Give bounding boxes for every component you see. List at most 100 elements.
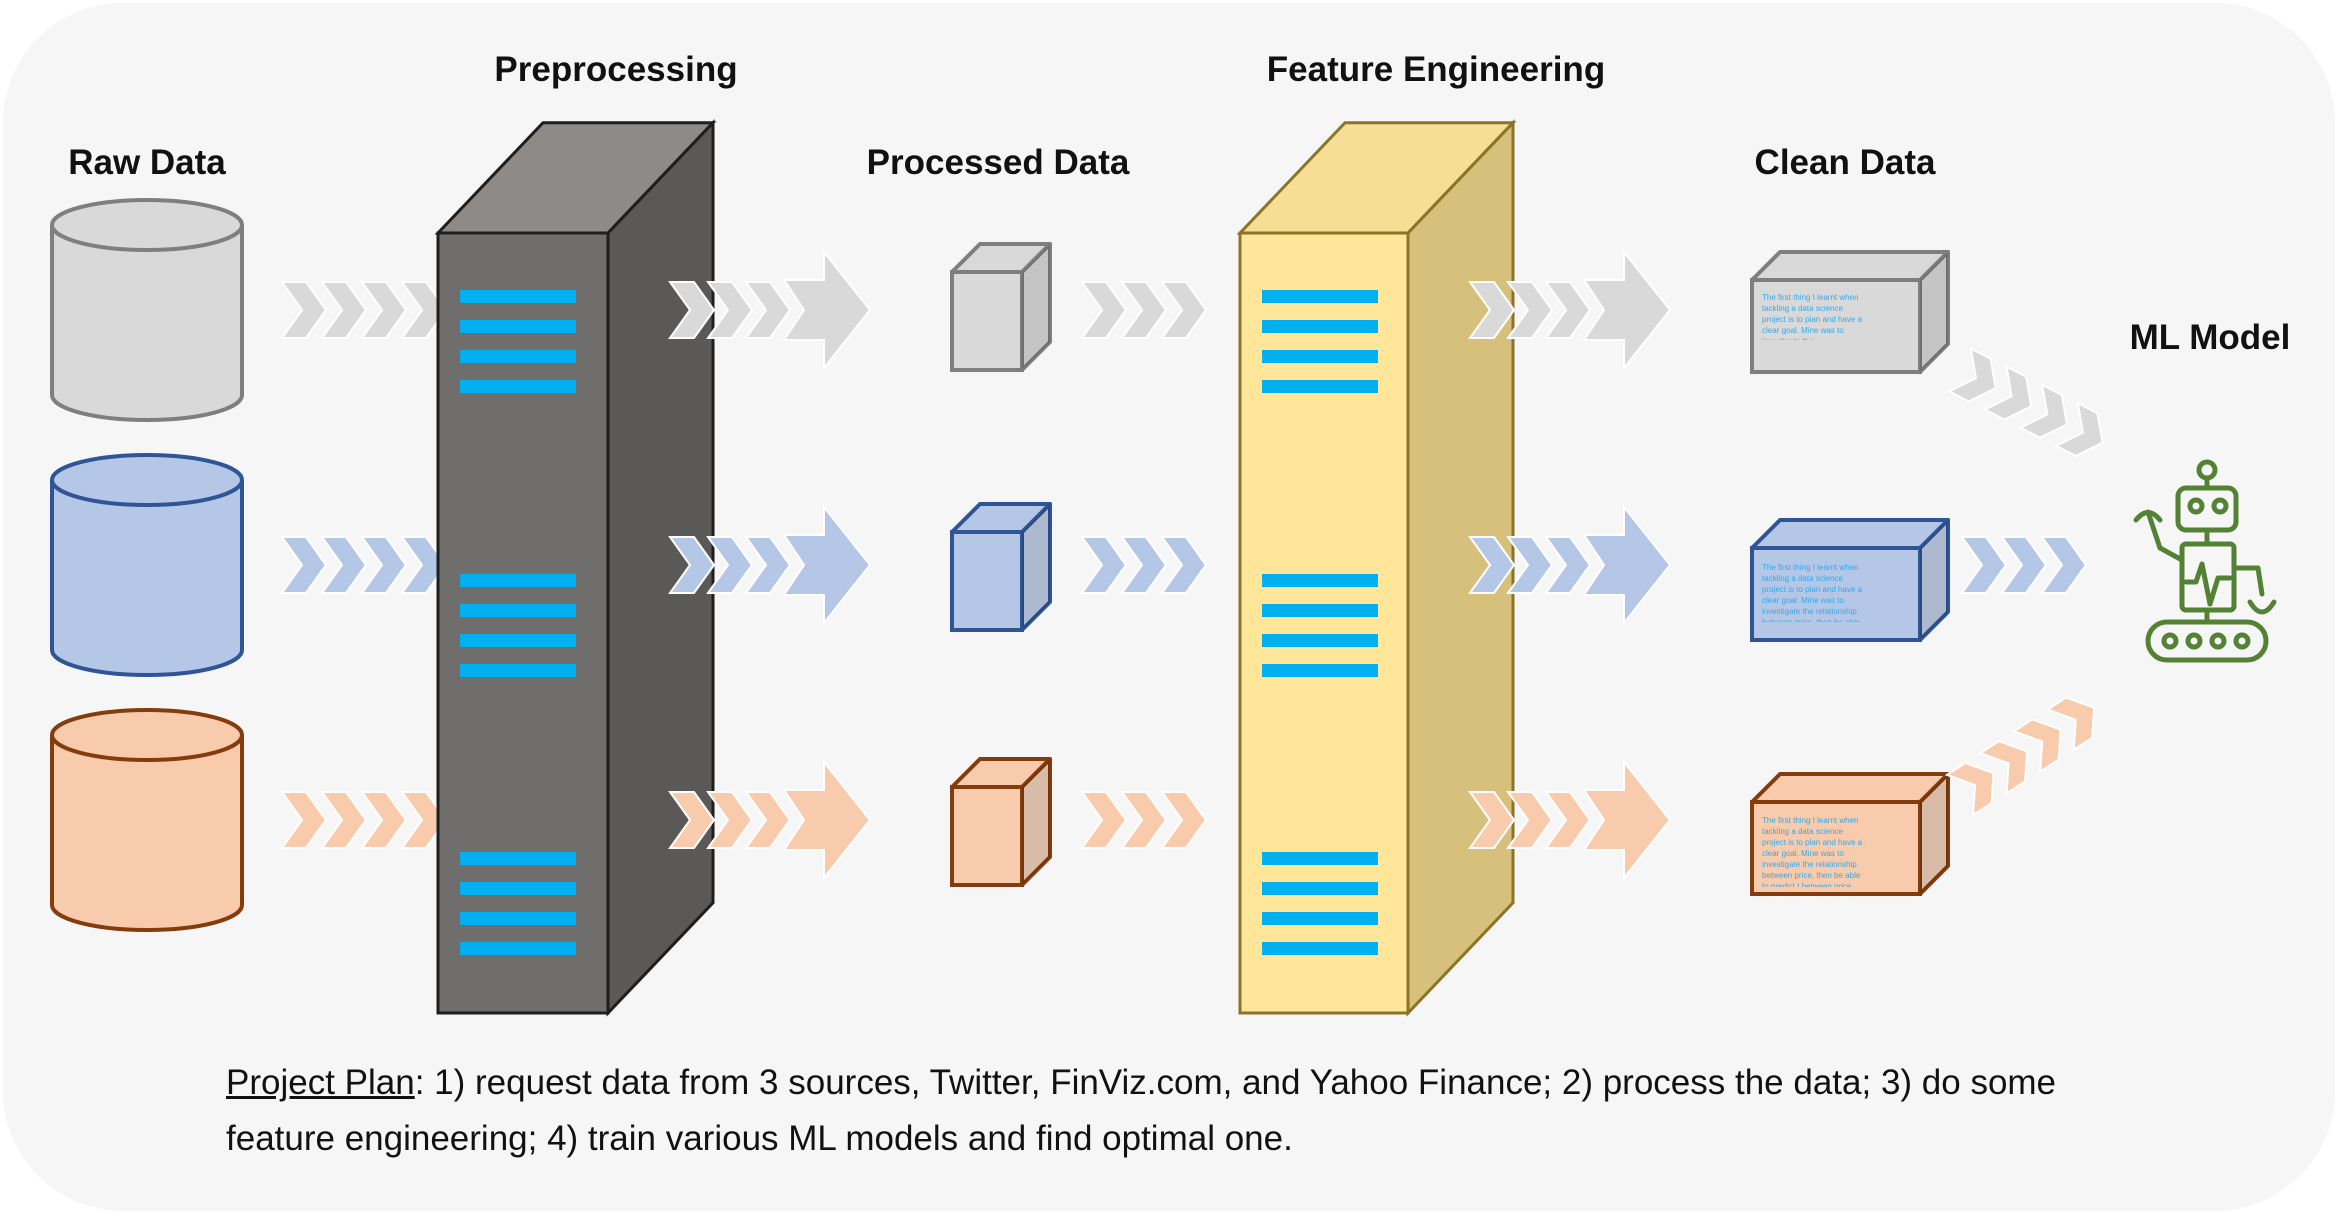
chevron-arrow-icon <box>280 791 328 849</box>
heading-clean-data: Clean Data <box>1754 143 1936 182</box>
chevron-arrow-icon <box>360 536 408 594</box>
heading-feature-engineering: Feature Engineering <box>1266 50 1606 89</box>
robot-eye-right <box>2211 497 2229 515</box>
chevron-arrow-icon <box>1160 791 1208 849</box>
cube-side-shade <box>1920 774 1948 894</box>
chevron-arrow-icon <box>1468 791 1516 849</box>
chevron-arrow-icon <box>1506 536 1554 594</box>
tower-stripe <box>1262 912 1378 925</box>
chevron-arrow-icon <box>668 281 716 339</box>
database-cylinder-top <box>50 453 244 507</box>
cube-top <box>1750 772 1950 804</box>
robot-icon <box>2133 459 2277 663</box>
cube-top <box>1750 518 1950 550</box>
tower-stripe <box>1262 664 1378 677</box>
cube-front <box>950 785 1024 887</box>
tower-stripe <box>460 320 576 333</box>
project-plan-label: Project Plan <box>226 1063 415 1102</box>
tower-stripe <box>1262 320 1378 333</box>
processed-to-feature-chevrons-blue <box>1080 536 1208 594</box>
clean-data-box-icon-gray <box>1750 250 1950 374</box>
chevron-arrow-icon <box>280 536 328 594</box>
robot-wheel <box>2161 632 2179 650</box>
block-arrow-icon <box>782 504 872 626</box>
cube-front <box>950 270 1024 372</box>
chevron-arrow-icon <box>2000 536 2048 594</box>
chevron-arrow-icon <box>1946 346 1997 403</box>
heading-preprocessing: Preprocessing <box>494 50 738 89</box>
database-cylinder-icon-orange <box>50 708 244 932</box>
tower-stripe <box>1262 604 1378 617</box>
chevron-arrow-icon <box>1160 536 1208 594</box>
feature-to-clean-arrow-gray <box>1468 249 1672 371</box>
raw-to-preprocessing-chevrons-gray <box>280 281 448 339</box>
block-arrow-icon <box>782 249 872 371</box>
chevron-arrow-icon <box>1544 536 1592 594</box>
robot-claw-left <box>2133 510 2163 523</box>
chevron-arrow-icon <box>360 791 408 849</box>
cube-side-shade <box>1920 252 1948 372</box>
processed-to-feature-chevrons-orange <box>1080 791 1208 849</box>
chevron-arrow-icon <box>1544 281 1592 339</box>
heading-raw-data: Raw Data <box>68 143 226 182</box>
clean-to-model-chevrons-orange <box>1944 696 2096 818</box>
chevron-arrow-icon <box>744 536 792 594</box>
preprocessing-to-processed-arrow-blue <box>668 504 872 626</box>
cube-front <box>1750 800 1922 896</box>
processed-to-feature-chevrons-gray <box>1080 281 1208 339</box>
project-plan-note: Project Plan: 1) request data from 3 sou… <box>226 1055 2246 1167</box>
chevron-arrow-icon <box>668 791 716 849</box>
tower-stripe <box>1262 942 1378 955</box>
cube-front <box>1750 278 1922 374</box>
data-cube-icon-gray <box>950 242 1052 372</box>
chevron-arrow-icon <box>706 791 754 849</box>
chevron-arrow-icon <box>1120 281 1168 339</box>
tower-stripe <box>460 942 576 955</box>
cube-top <box>1750 250 1950 282</box>
chevron-arrow-icon <box>280 281 328 339</box>
database-cylinder-top <box>50 708 244 762</box>
robot-tread <box>2145 619 2269 663</box>
raw-to-preprocessing-chevrons-orange <box>280 791 448 849</box>
chevron-arrow-icon <box>2053 401 2104 457</box>
chevron-arrow-icon <box>320 536 368 594</box>
heading-processed-data: Processed Data <box>866 143 1130 182</box>
chevron-arrow-icon <box>1468 281 1516 339</box>
tower-stripe <box>1262 290 1378 303</box>
database-cylinder-icon-gray <box>50 198 244 422</box>
clean-data-box-icon-orange <box>1750 772 1950 896</box>
chevron-arrow-icon <box>1944 761 1995 818</box>
chevron-arrow-icon <box>1506 281 1554 339</box>
database-cylinder-body <box>50 735 244 932</box>
data-cube-icon-blue <box>950 502 1052 632</box>
chevron-arrow-icon <box>2018 383 2069 439</box>
feature-to-clean-arrow-blue <box>1468 504 1672 626</box>
chevron-arrow-icon <box>400 281 448 339</box>
cube-front <box>1750 546 1922 642</box>
cube-side-shade <box>1022 759 1050 885</box>
tower-stripe <box>460 574 576 587</box>
tower-stripe <box>1262 634 1378 647</box>
chevron-arrow-icon <box>1120 791 1168 849</box>
chevron-arrow-icon <box>320 281 368 339</box>
tower-stripe <box>1262 882 1378 895</box>
chevron-arrow-icon <box>744 281 792 339</box>
block-arrow-icon <box>1582 504 1672 626</box>
project-plan-line-1: : 1) request data from 3 sources, Twitte… <box>414 1063 2057 1102</box>
chevron-arrow-icon <box>1544 791 1592 849</box>
chevron-arrow-icon <box>320 791 368 849</box>
project-plan-line-2: feature engineering; 4) train various ML… <box>226 1119 1293 1158</box>
chevron-arrow-icon <box>1080 791 1128 849</box>
robot-eye-left <box>2187 497 2205 515</box>
robot-wheel <box>2209 632 2227 650</box>
tower-stripe <box>460 380 576 393</box>
tower-stripe <box>460 290 576 303</box>
chevron-arrow-icon <box>360 281 408 339</box>
chevron-arrow-icon <box>1080 281 1128 339</box>
robot-wheel <box>2185 632 2203 650</box>
chevron-arrow-icon <box>1982 364 2033 421</box>
tower-stripe <box>460 912 576 925</box>
chevron-arrow-icon <box>400 536 448 594</box>
